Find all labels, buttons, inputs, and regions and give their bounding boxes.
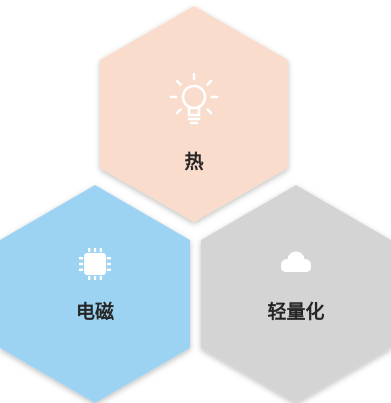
hexagon-electromagnetic-label: 电磁	[76, 300, 114, 323]
hexagon-electromagnetic: 电磁	[0, 185, 190, 403]
lightbulb-icon	[169, 72, 219, 125]
hexagon-heat-label: 热	[184, 150, 203, 173]
hexagon-electromagnetic-shape	[0, 185, 190, 403]
hexagon-heat: 热	[100, 6, 288, 222]
hexagon-lightweight: 轻量化	[201, 185, 391, 403]
hexagon-lightweight-shape	[201, 185, 391, 403]
chip-icon	[79, 248, 111, 280]
hexagon-lightweight-label: 轻量化	[267, 300, 324, 323]
cloud-icon	[281, 251, 311, 272]
